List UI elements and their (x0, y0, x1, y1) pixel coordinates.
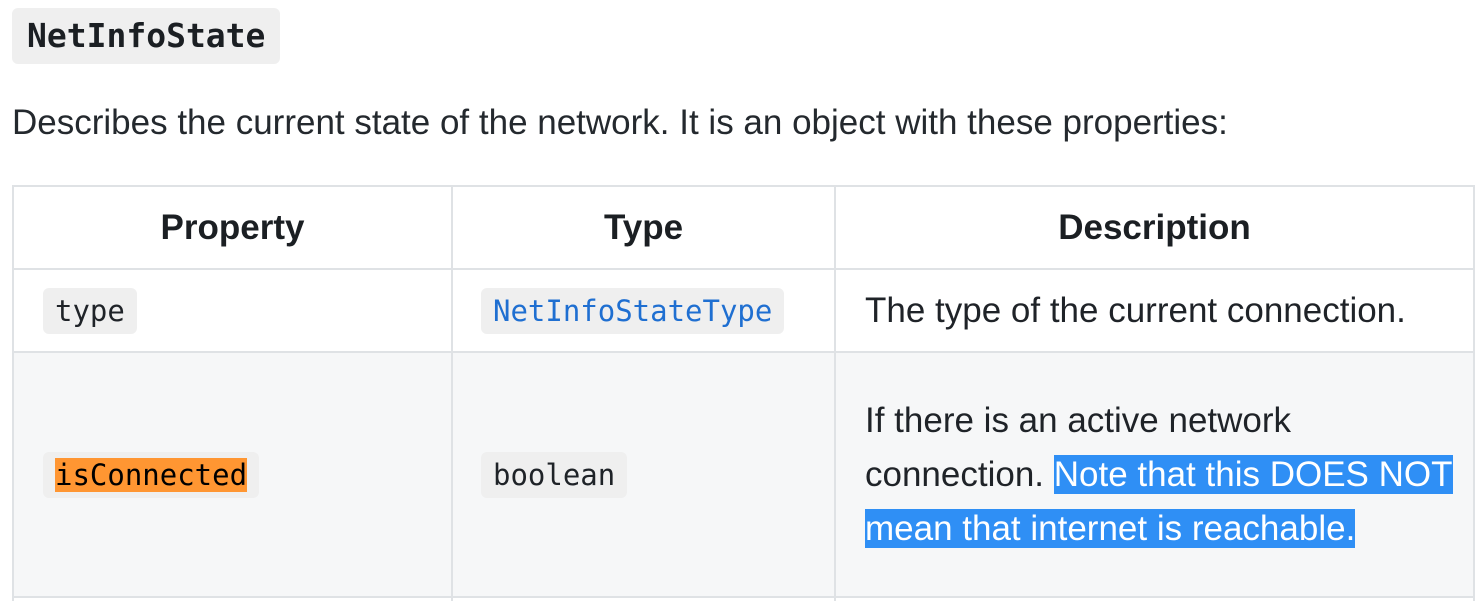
header-type: Type (451, 185, 836, 270)
property-cell: type (12, 268, 453, 353)
description-cell: If there is an active network connection… (834, 351, 1475, 598)
type-link[interactable]: NetInfoStateType (481, 287, 785, 334)
type-cell: NetInfoStateType (451, 268, 836, 353)
table-row: isConnected boolean If there is an activ… (12, 351, 1475, 598)
type-code: boolean (481, 451, 628, 498)
type-cell: boolean (451, 351, 836, 598)
property-name-code: type (43, 287, 137, 334)
table-header-row: Property Type Description (12, 185, 1475, 270)
description-text: The type of the current connection. (865, 290, 1406, 330)
property-name-code: isConnected (43, 451, 260, 498)
description-cell (834, 596, 1475, 601)
property-cell: isConnected (12, 351, 453, 598)
search-highlight: isConnected (55, 457, 248, 492)
description-text: If there is an active network connection… (865, 400, 1292, 494)
property-cell (12, 596, 453, 601)
type-cell (451, 596, 836, 601)
header-description: Description (834, 185, 1475, 270)
section-title: NetInfoState (12, 8, 281, 64)
header-property: Property (12, 185, 453, 270)
description-cell: The type of the current connection. (834, 268, 1475, 353)
properties-table: Property Type Description type NetInfoSt… (12, 185, 1475, 601)
table-row (12, 596, 1475, 601)
table-row: type NetInfoStateType The type of the cu… (12, 268, 1475, 353)
section-intro: Describes the current state of the netwo… (12, 103, 1228, 142)
